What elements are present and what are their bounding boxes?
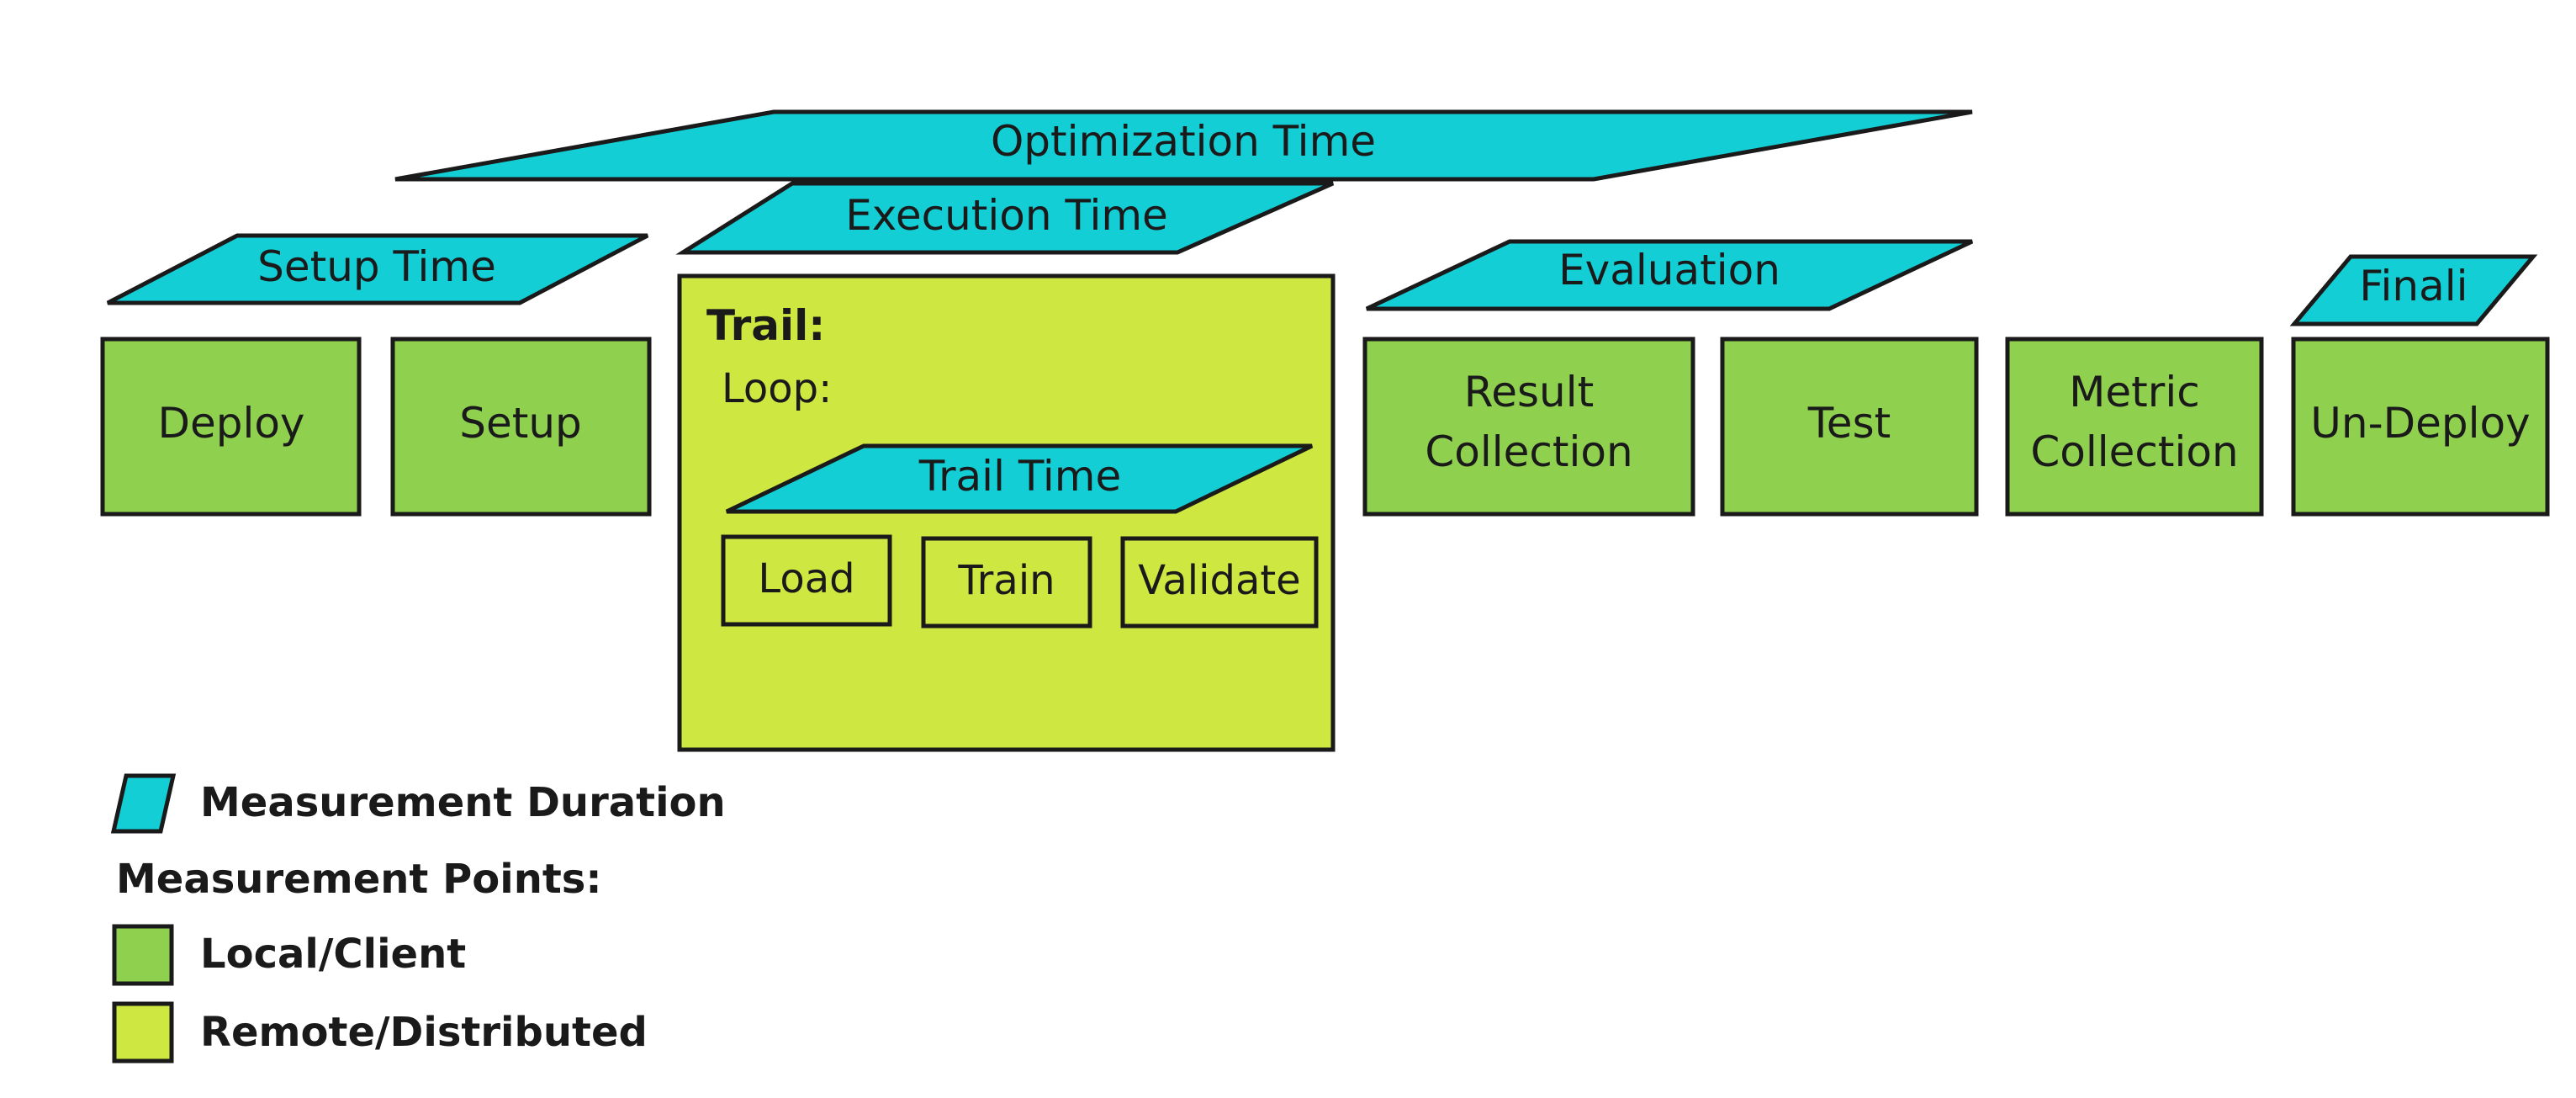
load-label: Load <box>758 555 854 602</box>
result-collection-label-line2: Collection <box>1425 427 1632 476</box>
test-label: Test <box>1807 399 1891 448</box>
execution-time-shape: Execution Time <box>675 181 1335 255</box>
metric-collection-label-line2: Collection <box>2030 427 2238 476</box>
finalize-shape: Finali <box>2289 254 2538 326</box>
legend-remote-swatch <box>112 1001 174 1064</box>
deploy-box: Deploy <box>100 337 362 517</box>
evaluation-shape: Evaluation <box>1365 239 1974 311</box>
test-box: Test <box>1720 337 1979 517</box>
legend-duration-swatch <box>110 773 177 834</box>
optimization-time-label: Optimization Time <box>991 117 1376 166</box>
validate-box: Validate <box>1120 536 1319 629</box>
legend-remote-label: Remote/Distributed <box>200 1009 648 1056</box>
train-label: Train <box>957 557 1055 604</box>
trail-time-label: Trail Time <box>918 452 1121 501</box>
result-collection-box: Result Collection <box>1362 337 1695 517</box>
metric-collection-box: Metric Collection <box>2005 337 2264 517</box>
setup-time-shape: Setup Time <box>106 233 649 305</box>
legend-duration-label: Measurement Duration <box>200 779 726 826</box>
setup-label: Setup <box>459 399 582 448</box>
evaluation-label: Evaluation <box>1558 246 1780 294</box>
loop-label: Loop: <box>722 365 832 412</box>
optimization-time-shape: Optimization Time <box>394 109 1973 182</box>
setup-time-label: Setup Time <box>257 242 496 291</box>
trail-container: Trail: Loop: Trail Time Load Train Valid… <box>677 273 1336 752</box>
setup-box: Setup <box>390 337 652 517</box>
legend-duration: Measurement Duration <box>110 773 726 834</box>
validate-label: Validate <box>1138 557 1300 604</box>
execution-time-label: Execution Time <box>845 191 1168 240</box>
trail-time-shape: Trail Time <box>725 443 1314 514</box>
legend-local-label: Local/Client <box>200 931 466 978</box>
trail-title: Trail: <box>706 301 825 350</box>
result-collection-label-line1: Result <box>1464 368 1595 416</box>
deploy-label: Deploy <box>157 399 304 448</box>
legend-points-heading: Measurement Points: <box>116 856 602 903</box>
metric-collection-label-line1: Metric <box>2069 368 2199 416</box>
legend-local-swatch <box>112 924 174 986</box>
legend-local: Local/Client <box>112 924 466 986</box>
load-box: Load <box>721 534 892 627</box>
undeploy-box: Un-Deploy <box>2291 337 2550 517</box>
finalize-label: Finali <box>2359 262 2468 310</box>
undeploy-label: Un-Deploy <box>2310 399 2530 448</box>
legend: Measurement Duration Measurement Points:… <box>110 773 726 1064</box>
train-box: Train <box>921 536 1092 629</box>
legend-remote: Remote/Distributed <box>112 1001 648 1064</box>
